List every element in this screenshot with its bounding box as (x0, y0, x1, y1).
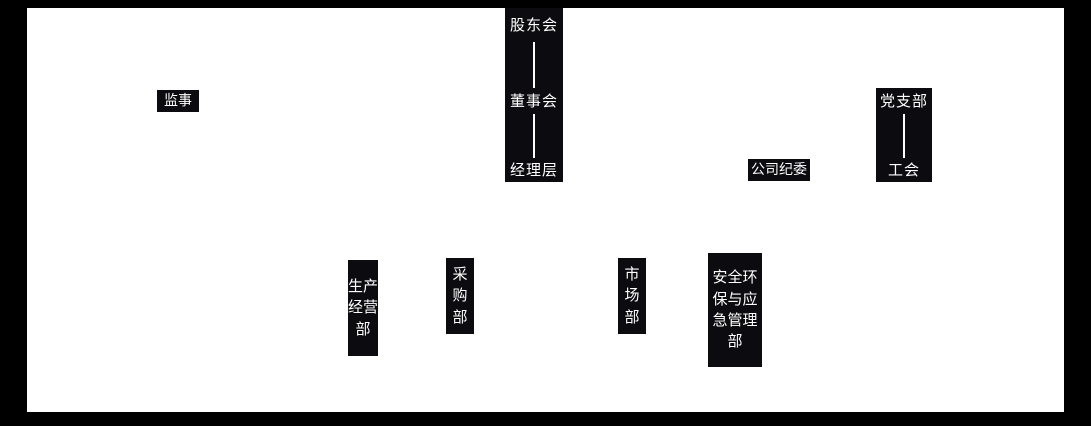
node-dept-safety-label: 安全环保与应急管理部 (712, 268, 758, 351)
node-dept-safety: 安全环保与应急管理部 (708, 253, 762, 367)
node-dept-production-label: 生产经营部 (348, 277, 379, 338)
node-dept-market: 市场部 (618, 258, 646, 334)
connector-board-management (505, 114, 563, 158)
connector-party-union (876, 114, 932, 158)
node-shareholders: 股东会 (505, 8, 563, 42)
node-dept-production: 生产经营部 (348, 260, 378, 356)
node-party-branch-label: 党支部 (879, 92, 928, 110)
node-dept-market-label: 市场部 (624, 265, 640, 326)
node-labor-union-label: 工会 (887, 161, 920, 179)
node-supervisor: 监事 (157, 90, 199, 112)
node-discipline-committee-label: 公司纪委 (751, 161, 807, 178)
node-shareholders-label: 股东会 (509, 16, 558, 34)
node-supervisor-label: 监事 (164, 92, 192, 109)
node-board-label: 董事会 (509, 92, 558, 110)
node-party-branch: 党支部 (876, 88, 932, 114)
node-management-label: 经理层 (509, 161, 558, 179)
node-dept-procurement-label: 采购部 (452, 265, 468, 326)
node-dept-procurement: 采购部 (446, 258, 474, 334)
node-management: 经理层 (505, 158, 563, 182)
connector-shareholders-board (505, 42, 563, 88)
org-chart-canvas: 股东会 董事会 经理层 监事 党支部 工会 公司纪委 生产经营部 采购部 市场部… (27, 8, 1064, 412)
node-board: 董事会 (505, 88, 563, 114)
node-labor-union: 工会 (876, 158, 932, 182)
node-discipline-committee: 公司纪委 (748, 159, 810, 181)
